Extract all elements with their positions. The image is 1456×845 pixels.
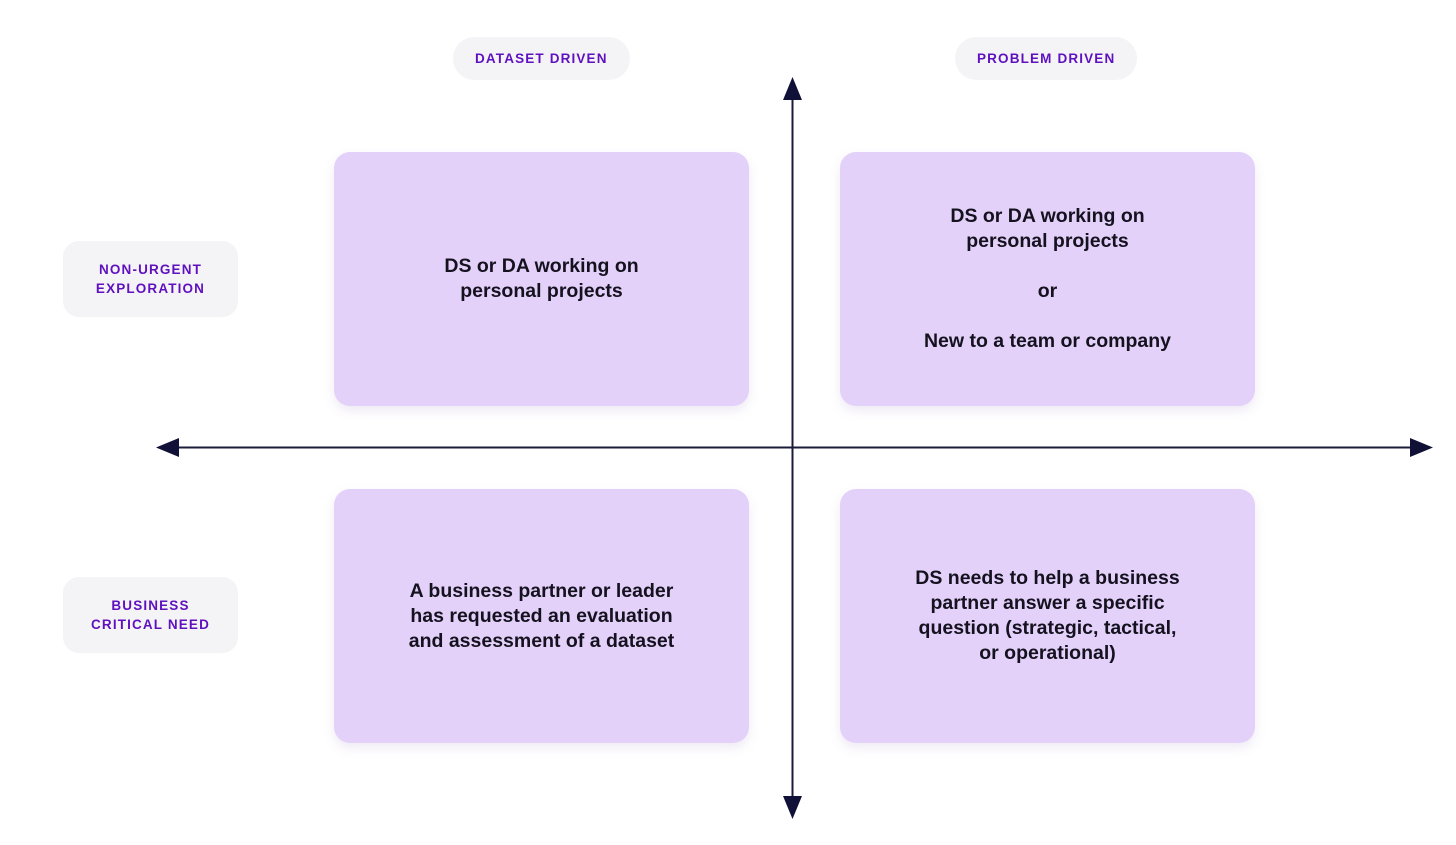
horizontal-axis-right-arrowhead: [1410, 438, 1433, 457]
quadrant-card-top-left: DS or DA working on personal projects: [334, 152, 749, 406]
quadrant-text-line-alt: New to a team or company: [923, 330, 1172, 352]
quadrant-card-top-right: DS or DA working on personal projects or…: [840, 152, 1255, 406]
quadrant-text-line: A business partner or leader has request…: [408, 579, 675, 652]
quadrant-text-line: DS or DA working on personal projects: [950, 205, 1145, 252]
row-label-non-urgent-exploration: NON-URGENT EXPLORATION: [63, 241, 238, 317]
quadrant-text-connector: or: [1037, 280, 1058, 302]
vertical-axis-down-arrowhead: [783, 796, 802, 819]
column-label-dataset-driven: DATASET DRIVEN: [453, 37, 630, 80]
quadrant-card-bottom-right: DS needs to help a business partner answ…: [840, 489, 1255, 743]
quadrant-text-line: DS needs to help a business partner answ…: [915, 567, 1180, 664]
vertical-axis-up-arrowhead: [783, 77, 802, 100]
quadrant-card-bottom-left: A business partner or leader has request…: [334, 489, 749, 743]
row-label-text: BUSINESS CRITICAL NEED: [91, 598, 210, 632]
column-label-problem-driven: PROBLEM DRIVEN: [955, 37, 1138, 80]
row-label-text: NON-URGENT EXPLORATION: [95, 262, 206, 296]
column-label-text: DATASET DRIVEN: [475, 51, 608, 66]
row-label-business-critical-need: BUSINESS CRITICAL NEED: [63, 577, 238, 653]
quadrant-text-line: DS or DA working on personal projects: [444, 255, 639, 302]
horizontal-axis-left-arrowhead: [156, 438, 179, 457]
column-label-text: PROBLEM DRIVEN: [977, 51, 1116, 66]
